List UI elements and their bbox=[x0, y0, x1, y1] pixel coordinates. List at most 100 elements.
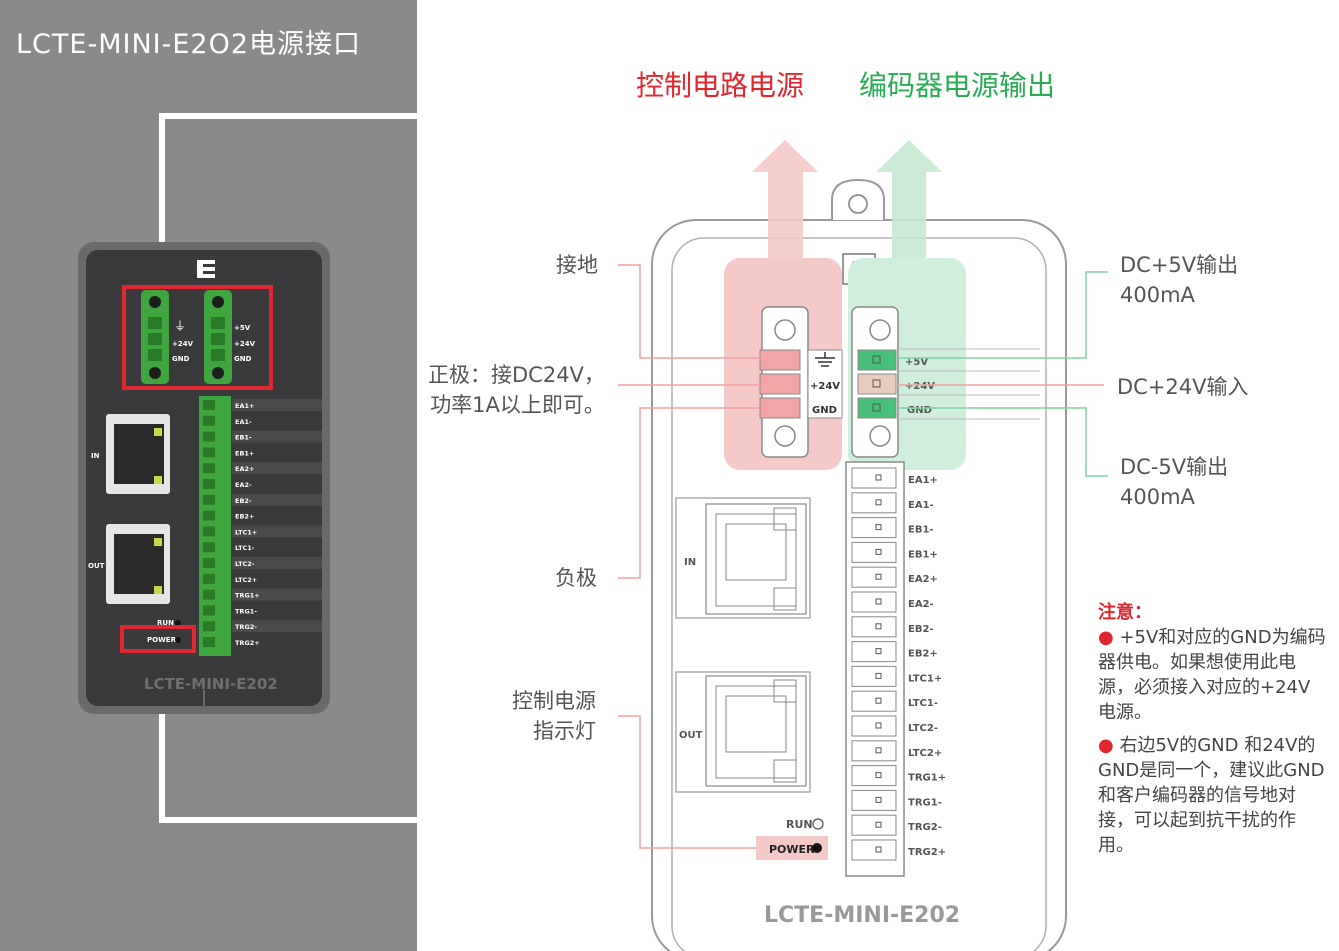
left-terminal-slot bbox=[203, 494, 215, 505]
right-terminal-label: EB2+ bbox=[908, 649, 938, 660]
right-port-out bbox=[675, 671, 811, 793]
left-terminal-label: LTC1+ bbox=[235, 528, 257, 536]
right-terminal-slot bbox=[851, 541, 897, 563]
right-terminal-screw bbox=[875, 474, 882, 481]
right-terminal-screw bbox=[875, 772, 882, 779]
left-terminal-slot bbox=[203, 542, 215, 553]
leader-indicator bbox=[618, 715, 756, 849]
right-terminal-screw bbox=[875, 648, 882, 655]
right-terminal-slot bbox=[851, 690, 897, 712]
right-terminal-screw bbox=[875, 499, 882, 506]
right-terminal-label: LTC2- bbox=[908, 723, 938, 734]
right-terminal-slot bbox=[851, 765, 897, 787]
note-item-1: ● +5V和对应的GND为编码器供电。如果想使用此电源，必须接入对应的+24V电… bbox=[1098, 625, 1328, 725]
left-port-in-label: IN bbox=[91, 452, 100, 460]
left-device-name: LCTE-MINI-E202 bbox=[144, 675, 278, 693]
left-terminal-band bbox=[232, 572, 322, 585]
note-title: 注意： bbox=[1098, 602, 1152, 623]
left-terminal-label: LTC2- bbox=[235, 560, 255, 568]
note-bullet-2: ● bbox=[1098, 735, 1114, 756]
right-port-in bbox=[675, 497, 811, 619]
right-terminal-slot bbox=[851, 467, 897, 489]
left-title: LCTE-MINI-E2O2电源接口 bbox=[16, 29, 362, 60]
left-terminal-band bbox=[232, 541, 322, 554]
left-terminal-label: TRG1- bbox=[235, 607, 257, 615]
right-terminal-slot bbox=[851, 789, 897, 811]
left-terminal-band bbox=[232, 462, 322, 475]
right-terminal-slot bbox=[851, 566, 897, 588]
left-terminal-band bbox=[232, 414, 322, 427]
left-highlight-box bbox=[122, 285, 273, 390]
left-terminal-band bbox=[232, 509, 322, 522]
right-terminal-slot bbox=[851, 715, 897, 737]
left-terminal-label: EA2- bbox=[235, 481, 252, 489]
left-terminal-band bbox=[232, 493, 322, 506]
right-terminal-screw bbox=[875, 623, 882, 630]
right-terminal-label: EA2+ bbox=[908, 574, 938, 585]
right-terminal-slot bbox=[851, 839, 897, 861]
right-run-label: RUN bbox=[786, 818, 813, 831]
right-terminal-screw bbox=[875, 722, 882, 729]
label-dc24v-in: DC+24V输入 bbox=[1117, 375, 1249, 399]
note-item-2: ● 右边5V的GND 和24V的GND是同一个，建议此GND和客户编码器的信号地… bbox=[1098, 733, 1328, 858]
label-dc5v-plus: DC+5V输出 400mA bbox=[1120, 253, 1239, 307]
right-terminal-screw bbox=[875, 573, 882, 580]
left-power-label: POWER bbox=[147, 636, 177, 644]
right-terminal-label: TRG2- bbox=[908, 822, 942, 833]
right-terminal-label: TRG1- bbox=[908, 797, 942, 808]
left-terminal-band bbox=[232, 636, 322, 648]
left-terminal-slot bbox=[203, 558, 215, 568]
label-negative: 负极 bbox=[555, 566, 597, 590]
right-power-led bbox=[812, 843, 822, 853]
heading-encoder-power: 编码器电源输出 bbox=[859, 69, 1056, 102]
label-dc5v-minus: DC-5V输出 400mA bbox=[1120, 455, 1229, 509]
left-terminal-band bbox=[232, 604, 322, 617]
right-terminal-label: EA2- bbox=[908, 599, 934, 610]
left-terminal-label: EB2- bbox=[235, 497, 252, 505]
left-power-connector-a bbox=[141, 290, 169, 384]
left-conn-b-label-5v: +5V bbox=[234, 324, 251, 332]
left-terminal-label: EB1- bbox=[235, 434, 252, 442]
note-box: 注意： ● +5V和对应的GND为编码器供电。如果想使用此电源，必须接入对应的+… bbox=[1098, 600, 1328, 866]
right-terminal-screw bbox=[875, 672, 882, 679]
red-up-arrow bbox=[752, 140, 818, 270]
left-conn-b-label-gnd: GND bbox=[234, 355, 252, 363]
right-terminal-label: LTC1+ bbox=[908, 673, 942, 684]
left-terminal-slot bbox=[203, 510, 215, 521]
left-ground-symbol: ⏚ bbox=[174, 319, 186, 333]
right-terminal-label: EA1- bbox=[908, 500, 934, 511]
left-terminal-slot bbox=[203, 621, 215, 632]
right-port-in-label: IN bbox=[684, 557, 696, 568]
right-terminal-slot bbox=[851, 517, 897, 539]
right-terminal-slot bbox=[851, 665, 897, 687]
note-text-2: 右边5V的GND 和24V的GND是同一个，建议此GND和客户编码器的信号地对接… bbox=[1098, 735, 1325, 856]
leader-dc5v-minus bbox=[898, 407, 1108, 477]
left-conn-a-label-gnd: GND bbox=[172, 355, 190, 363]
right-terminal-label: EB1- bbox=[908, 525, 934, 536]
label-positive: 正极：接DC24V， 功率1A以上即可。 bbox=[428, 363, 605, 417]
right-terminal-screw bbox=[875, 598, 882, 605]
right-terminal-slot bbox=[851, 492, 897, 514]
label-indicator: 控制电源 指示灯 bbox=[512, 689, 596, 743]
note-text-1: +5V和对应的GND为编码器供电。如果想使用此电源，必须接入对应的+24V电源。 bbox=[1098, 627, 1326, 723]
right-terminal-label: EB2- bbox=[908, 624, 934, 635]
left-terminal-slot bbox=[203, 447, 215, 458]
right-terminal-screw bbox=[875, 846, 882, 853]
left-terminal-label: TRG1+ bbox=[235, 592, 260, 600]
right-terminal-label: EA1+ bbox=[908, 475, 938, 486]
left-terminal-band bbox=[232, 588, 322, 601]
left-terminal-slot bbox=[203, 526, 215, 537]
right-terminal-label: LTC2+ bbox=[908, 748, 942, 759]
right-terminal-screw bbox=[875, 821, 882, 828]
left-terminal-label: EA1- bbox=[235, 418, 252, 426]
left-terminal-slot bbox=[203, 589, 215, 600]
left-terminal-label: TRG2+ bbox=[235, 639, 260, 647]
left-terminal-band bbox=[232, 525, 322, 538]
right-terminal-slot bbox=[851, 616, 897, 638]
left-logo-icon bbox=[197, 260, 215, 278]
left-terminal-label: EB2+ bbox=[235, 513, 254, 521]
left-terminal-band bbox=[232, 620, 322, 633]
right-conn-right-5v: +5V bbox=[905, 357, 928, 368]
left-terminal-slot bbox=[203, 605, 215, 616]
